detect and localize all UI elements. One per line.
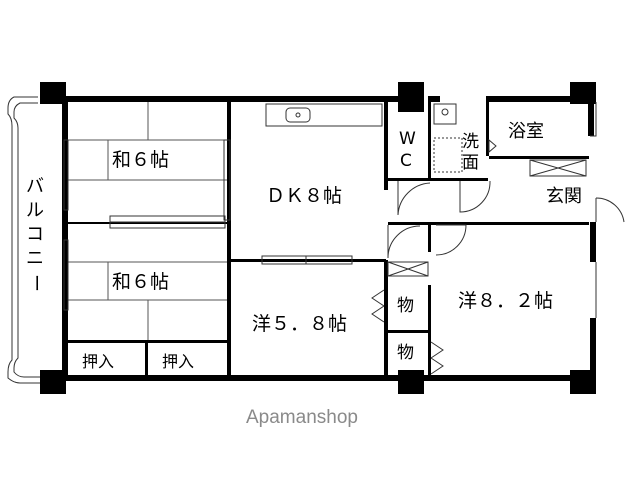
room-label-entrance: 玄関	[546, 186, 582, 207]
room-label-bath: 浴室	[508, 121, 544, 142]
room-label-wc-top: W	[399, 129, 416, 149]
room-label-washitsu-south: 和６帖	[112, 271, 169, 293]
kitchen-counter	[265, 103, 383, 127]
balcony-char: ル	[26, 200, 44, 221]
room-label-oshiire-left: 押入	[82, 352, 114, 371]
room-label-wash-top: 洗	[462, 132, 479, 152]
room-label-closet-upper: 物	[397, 296, 414, 316]
watermark-logo: Apamanshop	[246, 407, 358, 428]
folding-doors	[371, 159, 587, 375]
balcony-char: ー	[25, 274, 46, 292]
room-label-oshiire-right: 押入	[162, 352, 194, 371]
wash-fixtures	[433, 103, 497, 173]
interior-walls	[68, 100, 589, 381]
balcony-label: バ ル コ ニ ー	[25, 176, 46, 292]
sliding-doors	[63, 139, 353, 311]
room-label-yoshitsu-center: 洋５．８帖	[252, 313, 347, 335]
balcony-char: バ	[26, 176, 44, 197]
room-label-yoshitsu-east: 洋８．２帖	[458, 290, 553, 312]
room-label-dk: ＤＫ８帖	[266, 185, 342, 207]
balcony	[7, 96, 44, 384]
room-label-washitsu-north: 和６帖	[112, 149, 169, 171]
room-label-closet-lower: 物	[397, 343, 414, 363]
door-swings	[387, 102, 625, 318]
tatami-lines	[68, 102, 227, 340]
room-label-wc-bottom: C	[400, 151, 412, 171]
room-label-wash-bottom: 面	[462, 153, 479, 173]
balcony-char: ニ	[26, 248, 44, 269]
balcony-char: コ	[26, 224, 44, 245]
